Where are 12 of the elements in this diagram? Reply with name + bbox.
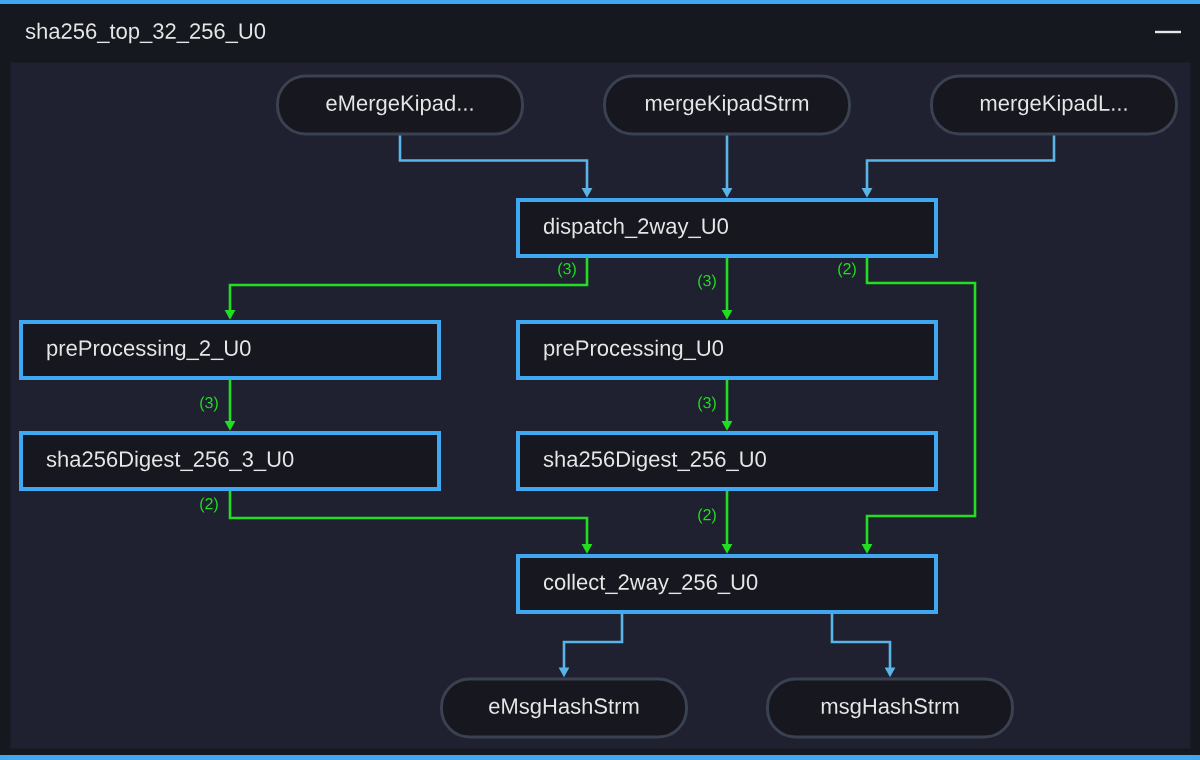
process-box: sha256Digest_256_3_U0 <box>19 431 441 491</box>
process-box: dispatch_2way_U0 <box>516 198 938 258</box>
process-box: sha256Digest_256_U0 <box>516 431 938 491</box>
pill-node: msgHashStrm <box>766 677 1014 739</box>
process-box: preProcessing_2_U0 <box>19 320 441 380</box>
process-box: collect_2way_256_U0 <box>516 554 938 614</box>
pill-node: eMsgHashStrm <box>440 677 688 739</box>
pill-node: eMergeKipad... <box>276 74 524 136</box>
pill-node: mergeKipadL... <box>930 74 1178 136</box>
node-label: sha256_top_32_256_U0 <box>25 22 266 44</box>
pill-node: mergeKipadStrm <box>603 74 851 136</box>
process-box: preProcessing_U0 <box>516 320 938 380</box>
